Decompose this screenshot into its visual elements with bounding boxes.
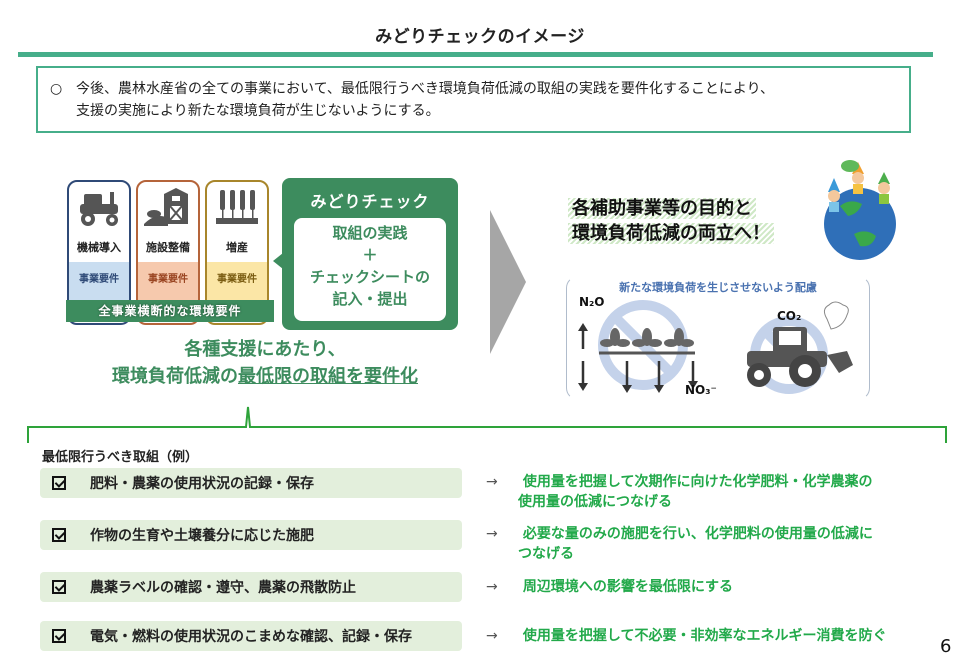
n2o-label: N₂O <box>579 295 605 309</box>
checkbox-checked-icon <box>52 580 66 594</box>
midori-line-1: 取組の実践 <box>332 224 408 242</box>
arrow-icon: → <box>486 579 498 595</box>
environmental-impact-panel: 新たな環境負荷を生じさせないよう配慮 N₂O NO₃⁻ CO₂ <box>566 276 870 400</box>
no3-label: NO₃⁻ <box>685 383 717 397</box>
midori-check-heading: みどりチェック <box>310 192 430 211</box>
checkbox-checked-icon <box>52 476 66 490</box>
cross-cutting-requirement-band: 全事業横断的な環境要件 <box>66 300 274 322</box>
title-underline <box>18 52 933 57</box>
support-statement: 各種支援にあたり、 環境負荷低減の最低限の取組を要件化 <box>60 336 470 390</box>
result-text-2: 使用量の低減につなげる <box>518 494 672 510</box>
crop-emissions-illustration <box>578 300 698 393</box>
checkbox-checked-icon <box>52 528 66 542</box>
minimum-actions-title: 最低限行うべき取組（例） <box>42 450 199 465</box>
action-label: 農薬ラベルの確認・遵守、農薬の飛散防止 <box>90 580 356 596</box>
right-arrow-icon <box>490 210 526 354</box>
action-item: 肥料・農薬の使用状況の記録・保存 <box>40 468 462 498</box>
earth-children-illustration <box>810 158 906 262</box>
intro-box: ○ 今後、農林水産省の全ての事業において、最低限行うべき環境負荷低減の取組の実践を… <box>36 66 911 133</box>
card-name: 機械導入 <box>77 241 121 254</box>
action-label: 肥料・農薬の使用状況の記録・保存 <box>90 476 314 492</box>
arrow-icon: → <box>486 474 498 490</box>
midori-check-box: みどりチェック 取組の実践 ＋ チェックシートの 記入・提出 <box>273 178 458 330</box>
page-number: 6 <box>940 636 952 657</box>
midori-line-3: 記入・提出 <box>332 290 408 308</box>
action-result: → 使用量を把握して次期作に向けた化学肥料・化学農薬の使用量の低減につなげる <box>486 472 936 512</box>
co2-label: CO₂ <box>777 309 802 323</box>
bullet-icon: ○ <box>50 81 63 97</box>
tractor-emissions-illustration <box>747 301 853 394</box>
barn-icon <box>138 182 198 234</box>
action-result: → 周辺環境への影響を最低限にする <box>486 577 936 597</box>
bracket-divider <box>27 406 947 443</box>
action-result: → 必要な量のみの施肥を行い、化学肥料の使用量の低減につなげる <box>486 524 936 564</box>
arrow-icon: → <box>486 628 498 644</box>
checkbox-checked-icon <box>52 629 66 643</box>
support-line-1: 各種支援にあたり、 <box>184 339 346 360</box>
goal-line-2: 環境負荷低減の両立へ！ <box>568 223 774 244</box>
midori-line-2: チェックシートの <box>309 268 430 286</box>
goal-line-1: 各補助事業等の目的と <box>568 198 756 219</box>
card-name: 増産 <box>226 241 248 254</box>
action-label: 電気・燃料の使用状況のこまめな確認、記録・保存 <box>90 629 412 645</box>
arrow-icon: → <box>486 526 498 542</box>
result-text-1: 使用量を把握して不必要・非効率なエネルギー消費を防ぐ <box>518 628 887 644</box>
result-text-1: 必要な量のみの施肥を行い、化学肥料の使用量の低減に <box>518 526 873 542</box>
card-name: 施設整備 <box>146 241 190 254</box>
intro-line-2: 支援の実施により新たな環境負荷が生じないようにする。 <box>76 103 440 119</box>
action-result: → 使用量を把握して不必要・非効率なエネルギー消費を防ぐ <box>486 626 936 646</box>
callout-pointer <box>273 253 283 269</box>
result-text-1: 使用量を把握して次期作に向けた化学肥料・化学農薬の <box>518 474 873 490</box>
support-line-2: 環境負荷低減の <box>112 366 238 387</box>
action-item: 作物の生育や土壌養分に応じた施肥 <box>40 520 462 550</box>
wheat-icon <box>207 182 267 234</box>
page-title: みどりチェックのイメージ <box>375 27 585 47</box>
intro-line-1: 今後、農林水産省の全ての事業において、最低限行うべき環境負荷低減の取組の実践を要… <box>76 81 775 97</box>
goal-statement: 各補助事業等の目的と 環境負荷低減の両立へ！ <box>568 196 774 246</box>
panel-caption: 新たな環境負荷を生じさせないよう配慮 <box>619 281 817 294</box>
tractor-icon <box>69 182 129 234</box>
plus-sign: ＋ <box>362 246 378 264</box>
support-line-2-emphasis: 最低限の取組を要件化 <box>238 366 418 387</box>
result-text-1: 周辺環境への影響を最低限にする <box>518 579 734 595</box>
action-label: 作物の生育や土壌養分に応じた施肥 <box>90 528 314 544</box>
action-item: 電気・燃料の使用状況のこまめな確認、記録・保存 <box>40 621 462 651</box>
result-text-2: つなげる <box>518 546 574 562</box>
midori-check-content: 取組の実践 ＋ チェックシートの 記入・提出 <box>294 218 446 321</box>
action-item: 農薬ラベルの確認・遵守、農薬の飛散防止 <box>40 572 462 602</box>
